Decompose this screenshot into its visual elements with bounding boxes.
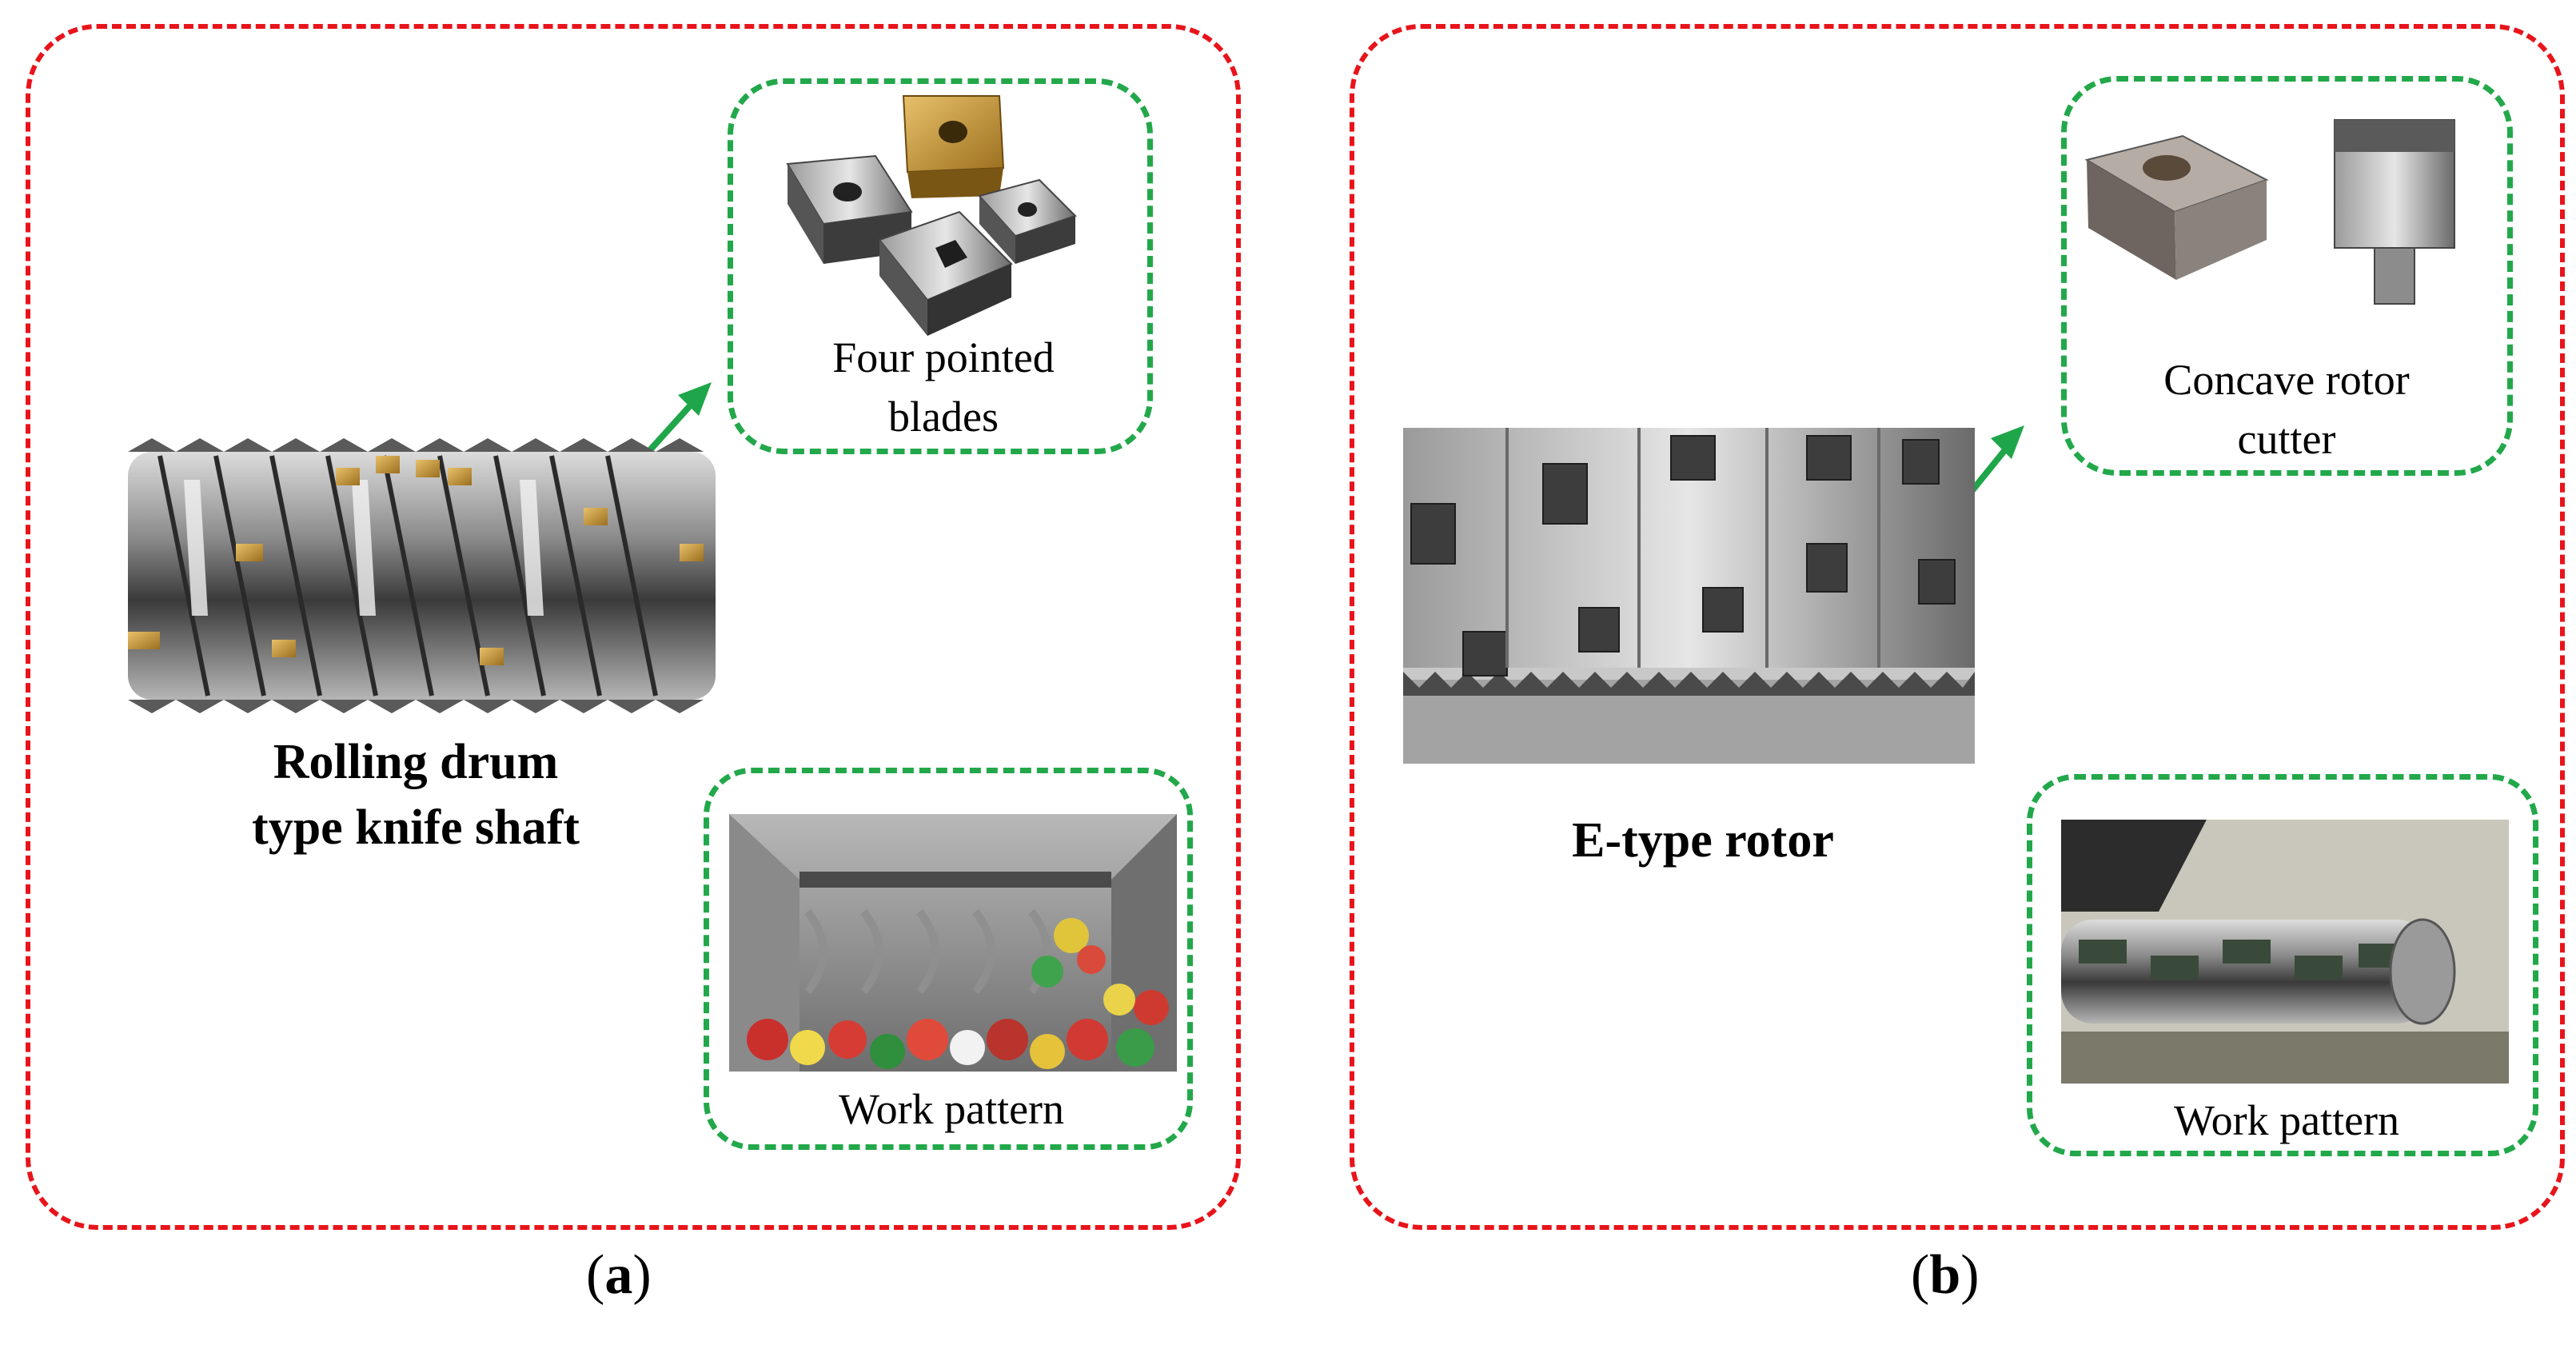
four-pointed-blades-image	[786, 95, 1077, 336]
work-pattern-image-b	[2061, 820, 2509, 1084]
cutter-caption-line1: Concave rotor	[2163, 356, 2410, 404]
rolling-drum-knife-shaft-image	[128, 438, 716, 713]
grey-blade-center	[878, 210, 1013, 336]
cutter-inset-b	[2061, 76, 2513, 476]
cutter-caption-line2: cutter	[2237, 415, 2336, 463]
cutter-caption: Concave rotor cutter	[2079, 350, 2494, 469]
knife-shaft-label-line2: type knife shaft	[252, 800, 580, 855]
panel-b-frame	[1350, 24, 2565, 1230]
panel-b-label: (b)	[1911, 1244, 1980, 1306]
work-pattern-image-a	[729, 814, 1177, 1072]
knife-shaft-label-line1: Rolling drum	[273, 735, 559, 789]
gold-blade	[902, 95, 1005, 198]
panel-a-frame	[26, 24, 1241, 1230]
concave-rotor-cutter-image	[2084, 119, 2455, 305]
work-pattern-caption-b: Work pattern	[2173, 1096, 2400, 1144]
e-type-rotor-label: E-type rotor	[1572, 813, 1834, 868]
blades-caption-line1: Four pointed	[832, 333, 1055, 381]
blades-caption-line2: blades	[888, 393, 999, 441]
e-type-rotor-image	[1403, 428, 1975, 764]
work-pattern-caption-a: Work pattern	[838, 1085, 1065, 1133]
panel-a-label: (a)	[586, 1244, 652, 1306]
blades-inset-a	[728, 78, 1153, 454]
panel-b-letter: b	[1929, 1244, 1961, 1306]
grey-blade-right	[978, 178, 1077, 264]
panel-a-letter: a	[604, 1244, 633, 1306]
blades-caption: Four pointed blades	[768, 328, 1119, 446]
knife-shaft-label: Rolling drum type knife shaft	[160, 729, 672, 860]
work-pattern-inset-a	[704, 768, 1193, 1150]
work-pattern-inset-b	[2027, 774, 2538, 1156]
